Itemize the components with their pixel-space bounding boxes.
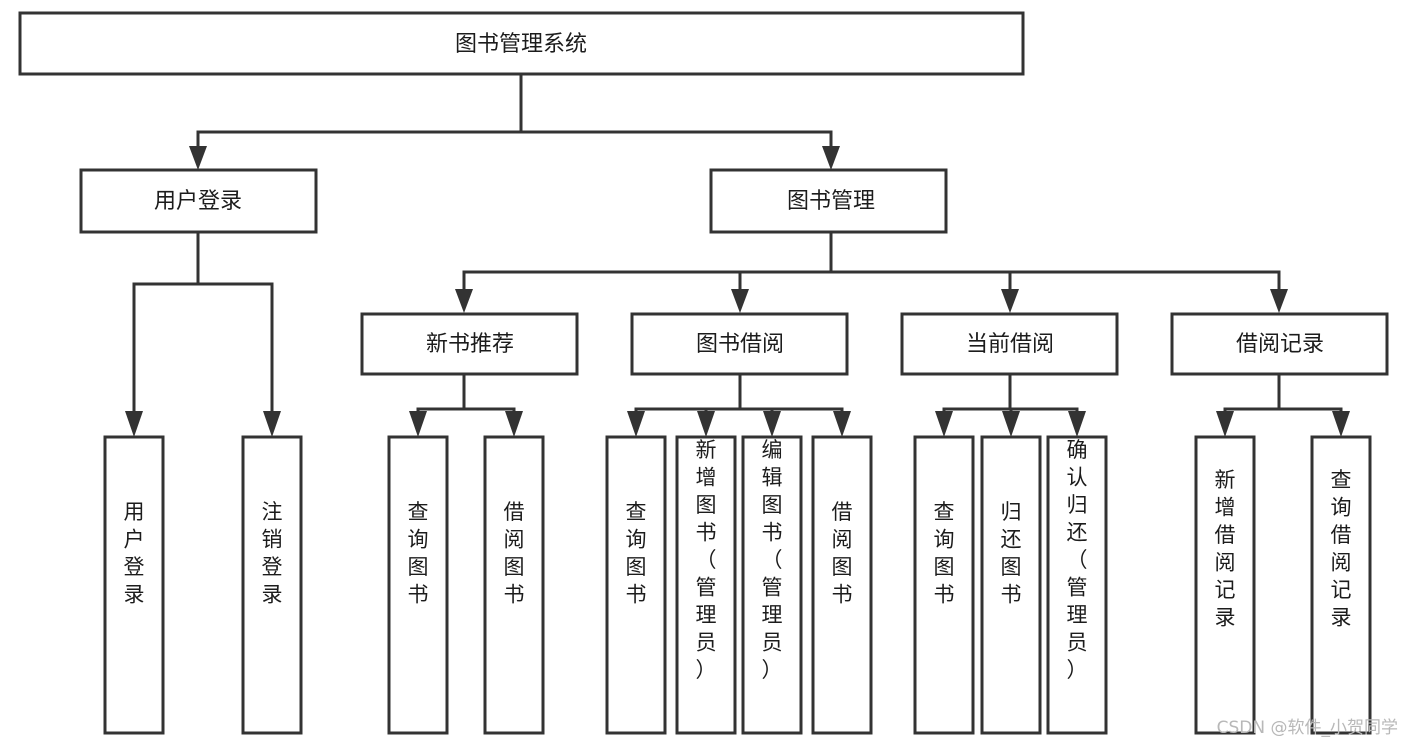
node-new-book-recommend-box[interactable] (360, 312, 579, 376)
arrowhead-leaf-query-book-1 (409, 411, 427, 437)
connector-group (125, 74, 1350, 437)
node-current-borrow[interactable]: 当前借阅 (900, 312, 1119, 376)
arrowhead-borrow-record (1270, 289, 1288, 313)
node-borrow-record-label: 借阅记录 (1236, 332, 1324, 357)
node-leaf-return-book-box[interactable] (980, 435, 1042, 735)
node-leaf-user-login-box[interactable] (103, 435, 165, 735)
node-root-label: 图书管理系统 (455, 32, 587, 57)
node-leaf-confirm-return-box[interactable] (1046, 435, 1108, 735)
arrowhead-leaf-user-login (125, 411, 143, 437)
node-leaf-return-book[interactable]: 归还图书 (980, 435, 1042, 735)
node-leaf-borrow-book-2[interactable]: 借阅图书 (811, 435, 873, 735)
arrowhead-leaf-query-book-3 (935, 411, 953, 437)
node-leaf-query-book-3-label: 查询图书 (934, 500, 955, 607)
node-borrow-record[interactable]: 借阅记录 (1170, 312, 1389, 376)
node-leaf-borrow-book-1-label: 借阅图书 (504, 500, 525, 607)
node-leaf-query-borrow-record-label: 查询借阅记录 (1331, 468, 1352, 630)
node-borrow-record-box[interactable] (1170, 312, 1389, 376)
arrowhead-leaf-confirm-return (1068, 411, 1086, 437)
node-book-management-box[interactable] (709, 168, 948, 234)
node-leaf-query-book-2[interactable]: 查询图书 (605, 435, 667, 735)
node-root[interactable]: 图书管理系统 (18, 11, 1025, 76)
node-leaf-borrow-book-1-box[interactable] (483, 435, 545, 735)
arrowhead-leaf-add-borrow-record (1216, 411, 1234, 437)
node-leaf-borrow-book-2-box[interactable] (811, 435, 873, 735)
node-leaf-query-borrow-record-box[interactable] (1310, 435, 1372, 735)
arrowhead-leaf-logout-login (263, 411, 281, 437)
arrowhead-current-borrow (1001, 289, 1019, 313)
node-leaf-logout-login-label: 注销登录 (262, 500, 283, 607)
node-leaf-edit-book[interactable]: 编辑图书（管理员） (741, 435, 803, 735)
node-user-login-label: 用户登录 (154, 189, 242, 214)
arrowhead-leaf-return-book (1002, 411, 1020, 437)
arrowhead-leaf-edit-book (763, 411, 781, 437)
node-book-management[interactable]: 图书管理 (709, 168, 948, 234)
node-leaf-query-book-1[interactable]: 查询图书 (387, 435, 449, 735)
node-user-login[interactable]: 用户登录 (79, 168, 318, 234)
arrowhead-book-borrow (731, 289, 749, 313)
node-leaf-add-borrow-record-label: 新增借阅记录 (1215, 468, 1236, 630)
node-leaf-user-login-label: 用户登录 (124, 500, 145, 607)
node-leaf-add-book[interactable]: 新增图书（管理员） (675, 435, 737, 735)
node-leaf-borrow-book-2-label: 借阅图书 (832, 500, 853, 607)
node-leaf-query-borrow-record[interactable]: 查询借阅记录 (1310, 435, 1372, 735)
node-leaf-user-login[interactable]: 用户登录 (103, 435, 165, 735)
node-leaf-borrow-book-1[interactable]: 借阅图书 (483, 435, 545, 735)
arrowhead-book-management (822, 146, 840, 170)
node-leaf-add-borrow-record-box[interactable] (1194, 435, 1256, 735)
node-current-borrow-label: 当前借阅 (966, 332, 1054, 357)
node-leaf-query-book-2-label: 查询图书 (626, 500, 647, 607)
node-leaf-query-book-2-box[interactable] (605, 435, 667, 735)
node-leaf-return-book-label: 归还图书 (1001, 500, 1022, 607)
node-new-book-recommend-label: 新书推荐 (426, 332, 514, 357)
csdn-watermark: CSDN @软件_小贺同学 (1217, 718, 1398, 738)
arrowhead-leaf-add-book (697, 411, 715, 437)
node-leaf-edit-book-label: 编辑图书（管理员） (762, 438, 783, 682)
node-leaf-add-book-box[interactable] (675, 435, 737, 735)
arrowhead-leaf-borrow-book-2 (833, 411, 851, 437)
node-leaf-add-book-label: 新增图书（管理员） (696, 438, 717, 682)
node-book-borrow-label: 图书借阅 (696, 332, 784, 357)
node-leaf-query-book-1-box[interactable] (387, 435, 449, 735)
node-leaf-confirm-return-label: 确认归还（管理员） (1067, 438, 1088, 682)
node-leaf-confirm-return[interactable]: 确认归还（管理员） (1046, 435, 1108, 735)
node-leaf-query-book-3-box[interactable] (913, 435, 975, 735)
node-leaf-query-book-1-label: 查询图书 (408, 500, 429, 607)
node-book-borrow-box[interactable] (630, 312, 849, 376)
arrowhead-user-login (189, 146, 207, 170)
arrowhead-leaf-query-borrow-record (1332, 411, 1350, 437)
arrowhead-new-book-recommend (455, 289, 473, 313)
arrowhead-leaf-borrow-book-1 (505, 411, 523, 437)
node-book-borrow[interactable]: 图书借阅 (630, 312, 849, 376)
node-leaf-logout-login-box[interactable] (241, 435, 303, 735)
node-book-management-label: 图书管理 (787, 189, 875, 214)
arrowhead-leaf-query-book-2 (627, 411, 645, 437)
node-user-login-box[interactable] (79, 168, 318, 234)
node-leaf-add-borrow-record[interactable]: 新增借阅记录 (1194, 435, 1256, 735)
node-root-box[interactable] (18, 11, 1025, 76)
node-leaf-logout-login[interactable]: 注销登录 (241, 435, 303, 735)
node-leaf-query-book-3[interactable]: 查询图书 (913, 435, 975, 735)
node-new-book-recommend[interactable]: 新书推荐 (360, 312, 579, 376)
node-current-borrow-box[interactable] (900, 312, 1119, 376)
node-leaf-edit-book-box[interactable] (741, 435, 803, 735)
